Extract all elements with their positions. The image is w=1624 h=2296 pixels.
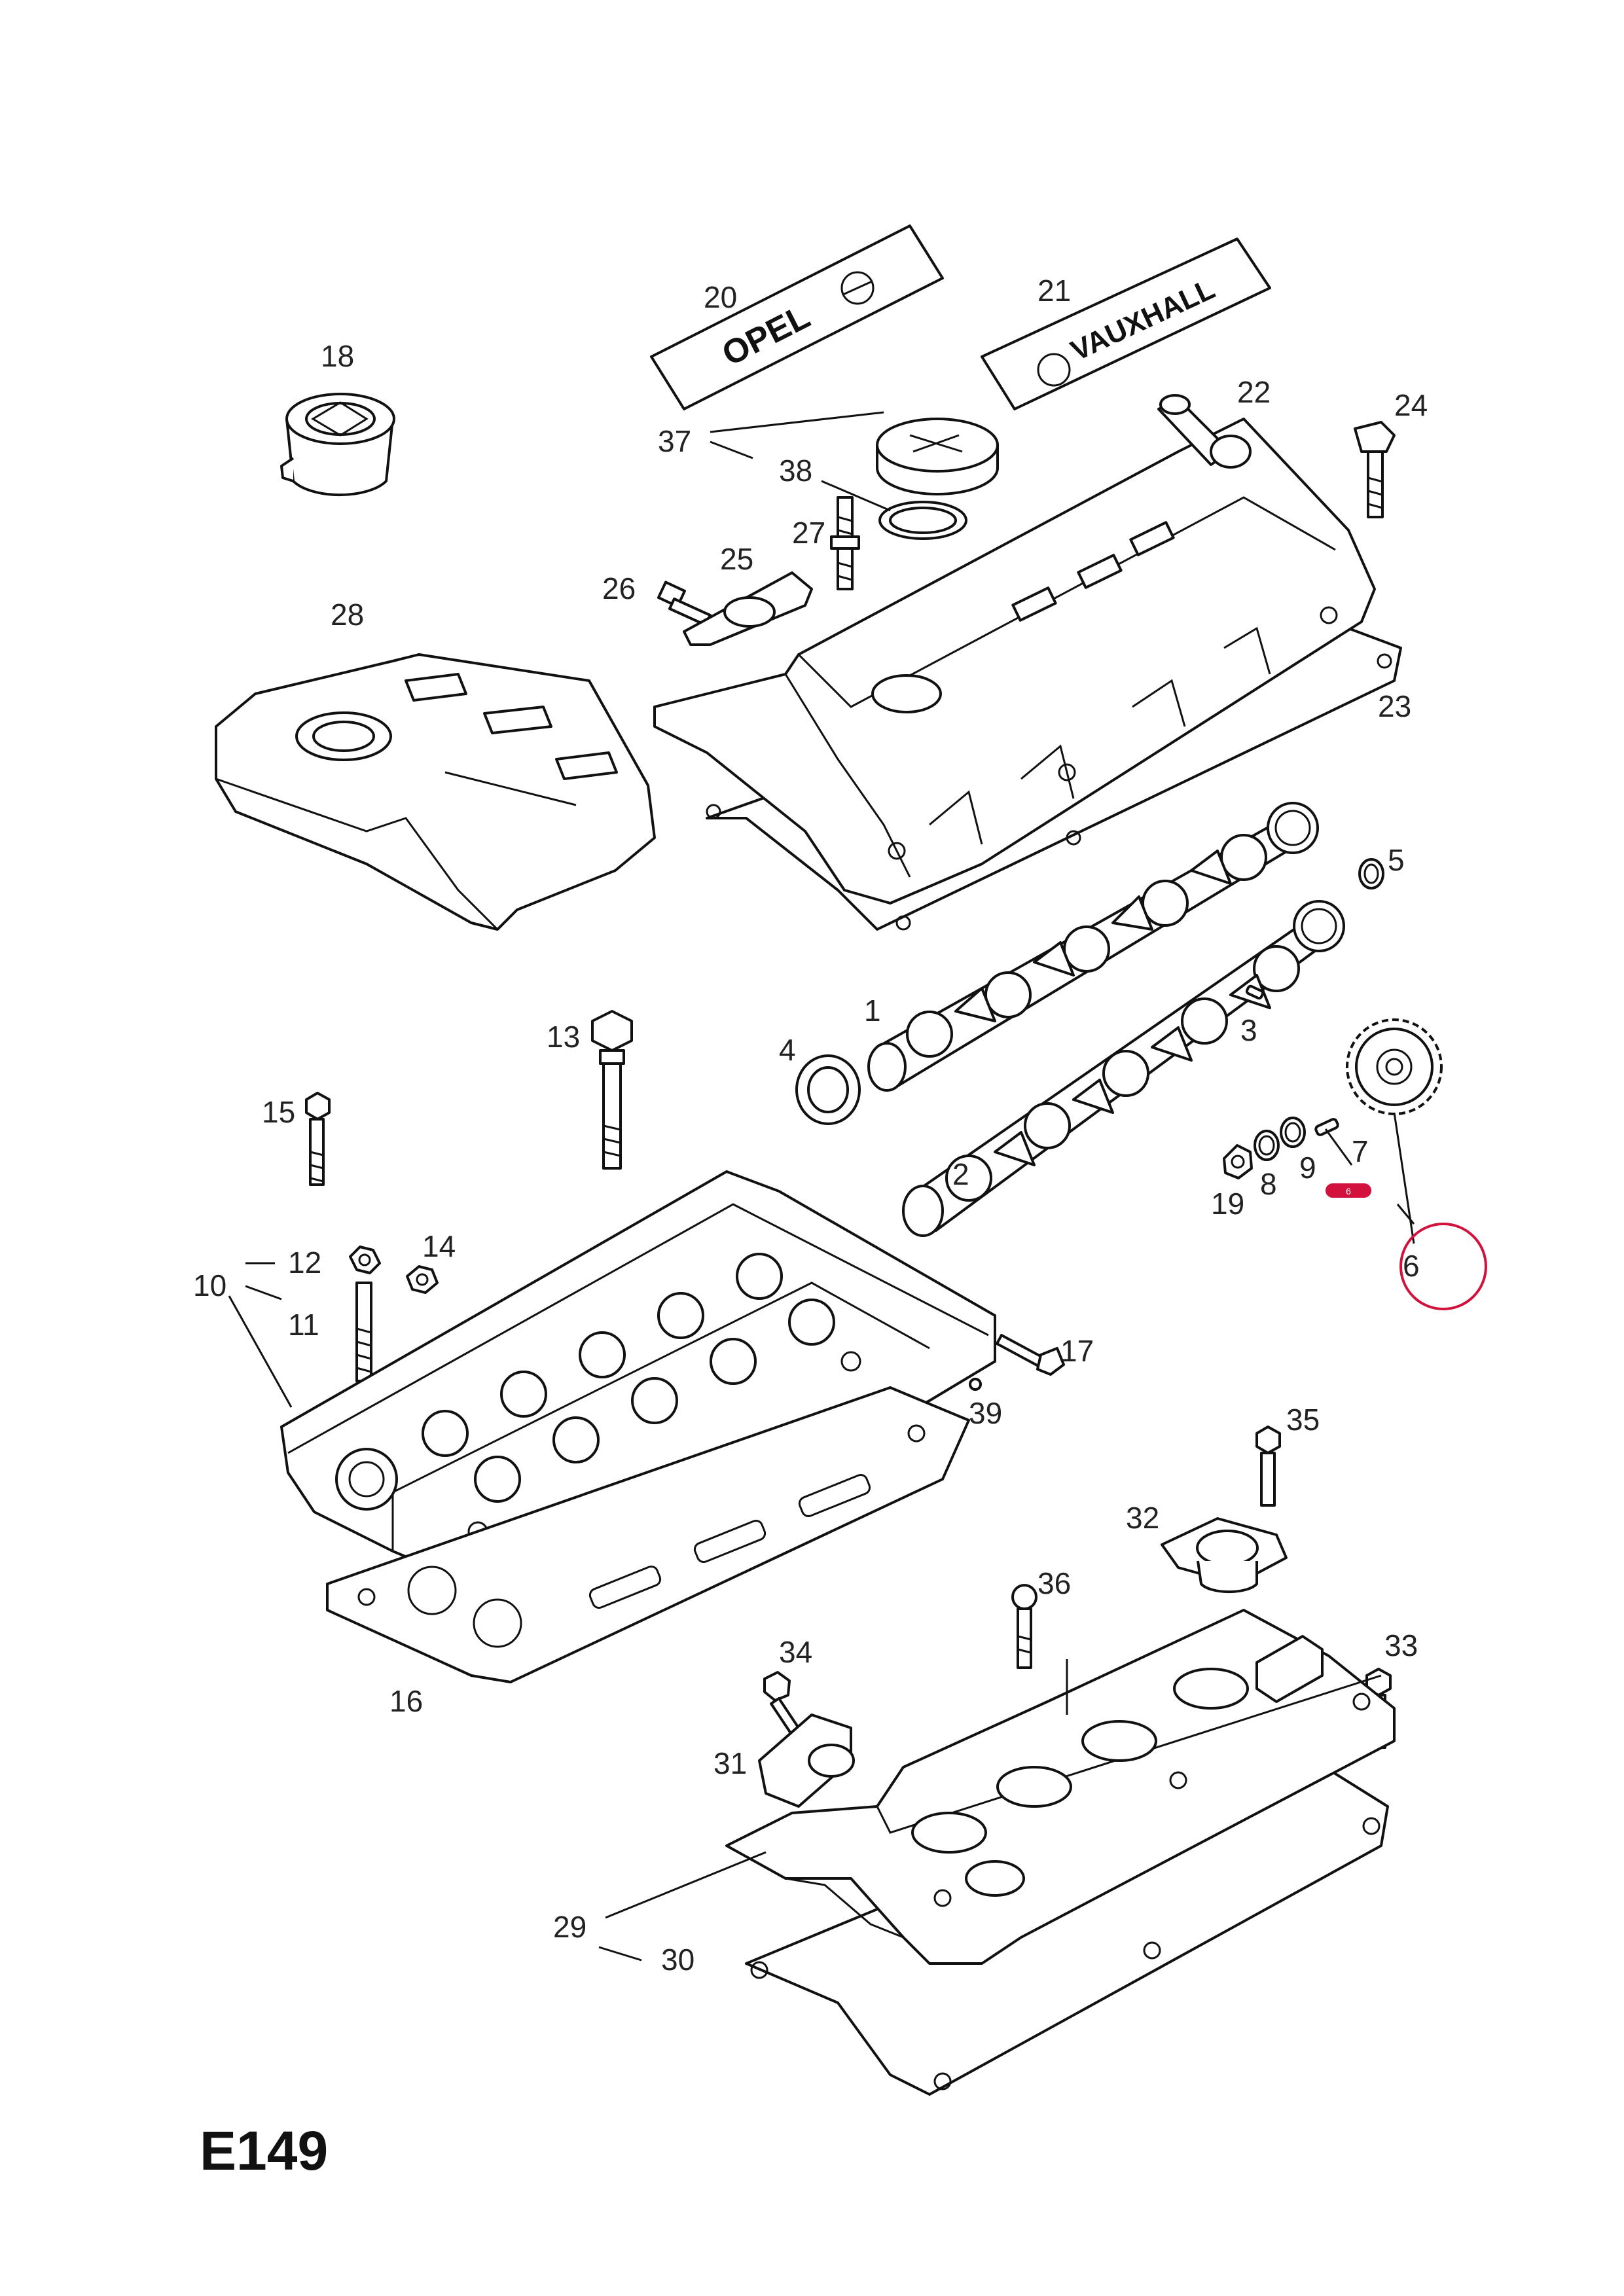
- bolt-17-part[interactable]: [996, 1334, 1065, 1376]
- oil-filler-neck-part[interactable]: [280, 393, 395, 497]
- label-21[interactable]: 21: [1038, 274, 1071, 308]
- part-6-hotspot[interactable]: 6: [1326, 1183, 1487, 1310]
- label-1[interactable]: 1: [864, 994, 881, 1028]
- marker-text: 6: [1346, 1186, 1351, 1196]
- bolt-24-part[interactable]: [1354, 421, 1396, 518]
- label-2[interactable]: 2: [952, 1157, 969, 1191]
- oil-filler-cap-part[interactable]: [876, 418, 999, 495]
- camshaft-1-part[interactable]: [867, 802, 1319, 1092]
- washer-9-part[interactable]: [1280, 1117, 1306, 1148]
- flange-32-part[interactable]: [1161, 1517, 1288, 1594]
- label-25[interactable]: 25: [720, 542, 753, 576]
- label-19[interactable]: 19: [1211, 1187, 1244, 1221]
- label-37[interactable]: 37: [658, 424, 691, 458]
- label-32[interactable]: 32: [1126, 1501, 1159, 1535]
- label-5[interactable]: 5: [1388, 843, 1405, 877]
- oil-cap-seal-part[interactable]: [878, 501, 967, 540]
- opel-badge-part[interactable]: OPEL: [650, 224, 944, 410]
- label-13[interactable]: 13: [547, 1020, 580, 1054]
- camshaft-2-part[interactable]: [902, 900, 1345, 1237]
- label-20[interactable]: 20: [704, 280, 737, 314]
- red-marker-pill: [1326, 1183, 1371, 1198]
- stud-36-part[interactable]: [1011, 1584, 1038, 1669]
- label-8[interactable]: 8: [1260, 1167, 1277, 1201]
- label-18[interactable]: 18: [321, 339, 354, 373]
- label-33[interactable]: 33: [1384, 1628, 1418, 1662]
- camshaft-housing-part[interactable]: [725, 1609, 1396, 1965]
- vauxhall-badge-part[interactable]: VAUXHALL: [981, 238, 1271, 410]
- nut-19-part[interactable]: [1223, 1144, 1253, 1179]
- label-10[interactable]: 10: [193, 1268, 226, 1302]
- label-27[interactable]: 27: [792, 516, 825, 550]
- bolt-34-part[interactable]: [763, 1671, 800, 1734]
- pcv-valve-31-part[interactable]: [758, 1713, 855, 1808]
- label-17[interactable]: 17: [1060, 1334, 1094, 1368]
- label-14[interactable]: 14: [422, 1229, 456, 1263]
- diagram-code: E149: [200, 2120, 328, 2181]
- flange-gasket-part[interactable]: [683, 571, 813, 646]
- label-24[interactable]: 24: [1394, 388, 1428, 422]
- label-31[interactable]: 31: [713, 1746, 747, 1780]
- label-26[interactable]: 26: [602, 571, 636, 605]
- label-35[interactable]: 35: [1286, 1403, 1320, 1437]
- stud-part[interactable]: [830, 496, 860, 590]
- plug-39-part[interactable]: [969, 1378, 982, 1391]
- camshaft-cover-part[interactable]: [653, 394, 1376, 905]
- dowel-pin-part[interactable]: [1314, 1118, 1339, 1136]
- washer-8-part[interactable]: [1254, 1130, 1280, 1161]
- label-3[interactable]: 3: [1240, 1013, 1257, 1047]
- label-34[interactable]: 34: [779, 1635, 812, 1669]
- leader-lines: [228, 411, 1415, 1962]
- label-11[interactable]: 11: [288, 1308, 319, 1342]
- label-39[interactable]: 39: [969, 1396, 1002, 1430]
- label-22[interactable]: 22: [1237, 375, 1271, 409]
- label-30[interactable]: 30: [661, 1943, 695, 1977]
- label-12[interactable]: 12: [288, 1246, 321, 1280]
- label-16[interactable]: 16: [389, 1684, 423, 1718]
- label-36[interactable]: 36: [1038, 1566, 1071, 1600]
- bolt-35-part[interactable]: [1255, 1426, 1281, 1507]
- cylinder-head-part[interactable]: [280, 1170, 996, 1592]
- bolt-26-part[interactable]: [657, 581, 712, 626]
- woodruff-key-part[interactable]: [1245, 984, 1265, 1000]
- label-38[interactable]: 38: [779, 454, 812, 488]
- cylinder-head-bolt-part[interactable]: [591, 1010, 633, 1170]
- part-number-labels: 1 2 3 4 5 6 7 8 9 10 11 12 13 14 15 16 1…: [193, 274, 1428, 1977]
- circlip-5-part[interactable]: [1358, 858, 1384, 889]
- highlight-circle: [1399, 1223, 1487, 1310]
- label-7[interactable]: 7: [1352, 1134, 1369, 1168]
- label-28[interactable]: 28: [331, 598, 364, 632]
- camshaft-gear-part[interactable]: [1346, 1018, 1443, 1115]
- label-6[interactable]: 6: [1403, 1249, 1420, 1283]
- label-29[interactable]: 29: [553, 1910, 586, 1944]
- nut-14-part[interactable]: [406, 1265, 439, 1294]
- label-4[interactable]: 4: [779, 1033, 796, 1067]
- bolt-15-part[interactable]: [305, 1092, 331, 1186]
- nut-12-part[interactable]: [349, 1246, 381, 1274]
- oil-seal-part[interactable]: [795, 1054, 861, 1125]
- engine-top-cover-part[interactable]: [215, 653, 656, 931]
- label-15[interactable]: 15: [262, 1095, 295, 1129]
- label-23[interactable]: 23: [1378, 689, 1411, 723]
- stud-11-part[interactable]: [355, 1282, 372, 1382]
- label-9[interactable]: 9: [1299, 1151, 1316, 1185]
- head-gasket-part[interactable]: [326, 1386, 970, 1683]
